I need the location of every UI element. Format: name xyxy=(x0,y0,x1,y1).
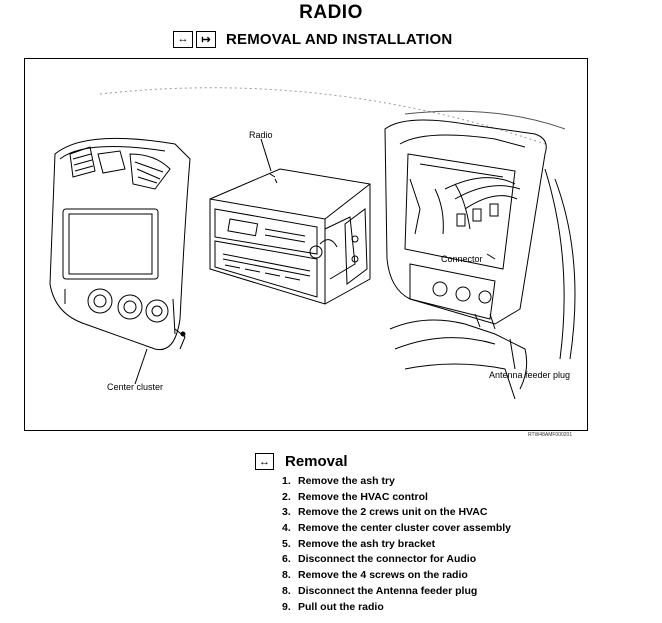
step-text: Remove the center cluster cover assembly xyxy=(298,522,512,535)
step-number: 2. xyxy=(282,490,291,503)
dash-opening-drawing xyxy=(384,119,547,400)
list-item: 9. Pull out the radio xyxy=(282,601,511,617)
list-item: 8. Disconnect the Antenna feeder plug xyxy=(282,585,511,601)
list-item: 5. Remove the ash try bracket xyxy=(282,538,511,554)
step-text: Remove the 2 crews unit on the HVAC xyxy=(298,506,488,519)
step-number: 1. xyxy=(282,475,291,487)
step-text: Disconnect the Antenna feeder plug xyxy=(298,584,478,597)
page-title: RADIO xyxy=(299,2,363,23)
step-number: 6. xyxy=(282,553,291,566)
list-item: 6. Disconnect the connector for Audio xyxy=(282,553,511,569)
center-cluster-callout: Center cluster xyxy=(107,382,164,392)
removal-header: ↔ Removal xyxy=(255,453,348,470)
connector-callout: Connector xyxy=(441,254,483,264)
removal-heading: Removal xyxy=(285,453,348,470)
list-item: 8. Remove the 4 screws on the radio xyxy=(282,569,511,585)
step-number: 4. xyxy=(282,522,291,535)
list-item: 1. Remove the ash try xyxy=(282,475,511,491)
step-text: Remove the ash try xyxy=(298,475,395,487)
step-text: Remove the ash try bracket xyxy=(298,537,436,550)
step-number: 3. xyxy=(282,506,291,519)
list-item: 2. Remove the HVAC control xyxy=(282,491,511,507)
figure-code: RTW48AMF000201 xyxy=(528,432,573,438)
section-header: ↔ ↦ REMOVAL AND INSTALLATION xyxy=(173,29,452,49)
step-text: Remove the 4 screws on the radio xyxy=(298,569,468,582)
antenna-feeder-plug-callout: Antenna feeder plug xyxy=(489,370,571,380)
illustration-drawing xyxy=(49,87,576,400)
removal-symbol-icon: ↔ xyxy=(255,453,274,470)
removal-steps-list: 1. Remove the ash try 2. Remove the HVAC c… xyxy=(282,475,511,616)
step-number: 8. xyxy=(282,569,291,582)
list-item: 3. Remove the 2 crews unit on the HVAC xyxy=(282,506,511,522)
center-cluster-drawing xyxy=(49,137,191,351)
step-number: 9. xyxy=(282,600,291,613)
step-text: Disconnect the connector for Audio xyxy=(298,553,477,566)
radio-drawing xyxy=(209,168,371,305)
step-number: 5. xyxy=(282,537,291,550)
radio-removal-illustration: Radio Connector Center cluster Antenna f… xyxy=(24,58,588,431)
radio-callout: Radio xyxy=(249,130,273,140)
installation-symbol-icon: ↦ xyxy=(196,30,216,48)
section-title: REMOVAL AND INSTALLATION xyxy=(226,30,453,48)
removal-symbol-icon: ↔ xyxy=(173,30,193,48)
step-text: Pull out the radio xyxy=(298,600,384,613)
list-item: 4. Remove the center cluster cover assemb… xyxy=(282,522,511,538)
step-number: 8. xyxy=(282,584,291,597)
step-text: Remove the HVAC control xyxy=(298,490,428,503)
